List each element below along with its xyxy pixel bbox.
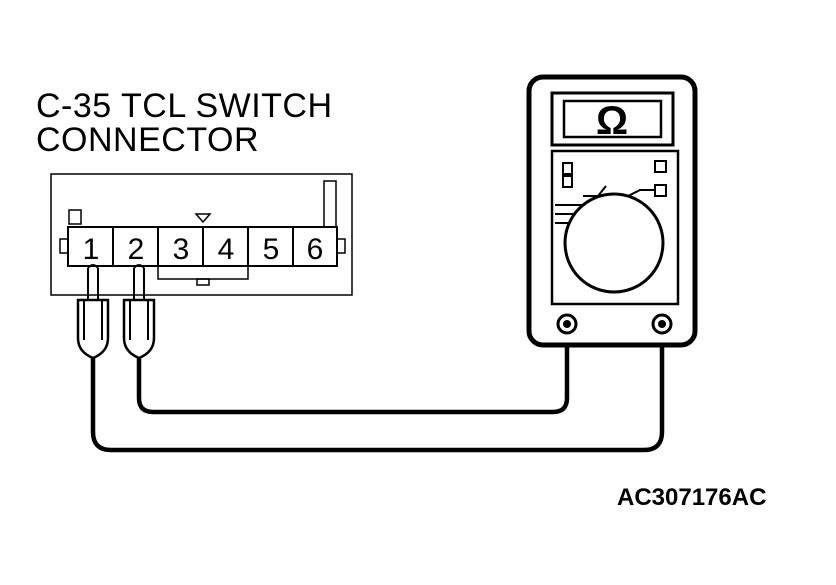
connector-housing: [50, 173, 353, 296]
connector-title: C-35 TCL SWITCH CONNECTOR: [36, 89, 333, 157]
terminal-cell-6: [292, 226, 338, 267]
connector-title-line2: CONNECTOR: [36, 121, 259, 159]
pin-label-1: 1: [83, 233, 100, 266]
probe-2: [122, 264, 156, 360]
pin-label-3: 3: [173, 233, 190, 266]
pin-label-2: 2: [128, 233, 145, 266]
ohm-symbol: Ω: [596, 99, 628, 143]
connector-latch-left: [68, 209, 82, 225]
rotary-dial: [563, 192, 665, 294]
figure-code: AC307176AC: [617, 484, 767, 511]
range-switch-3: [654, 160, 667, 173]
range-switch-1: [562, 162, 573, 175]
dial-scale-marks: [555, 185, 655, 224]
range-switch-2: [562, 175, 573, 188]
multimeter-display-window: [562, 99, 663, 139]
lead-wire-2: [136, 325, 570, 415]
connector-title-line1: C-35 TCL SWITCH: [36, 87, 333, 125]
connector-bracket-tab: [196, 278, 210, 286]
pin-label-6: 6: [307, 233, 324, 266]
pin-label-4: 4: [218, 233, 235, 266]
lead-wire-1: [90, 325, 665, 453]
connector-key-mark: [194, 213, 212, 224]
pin-label-5: 5: [263, 233, 280, 266]
